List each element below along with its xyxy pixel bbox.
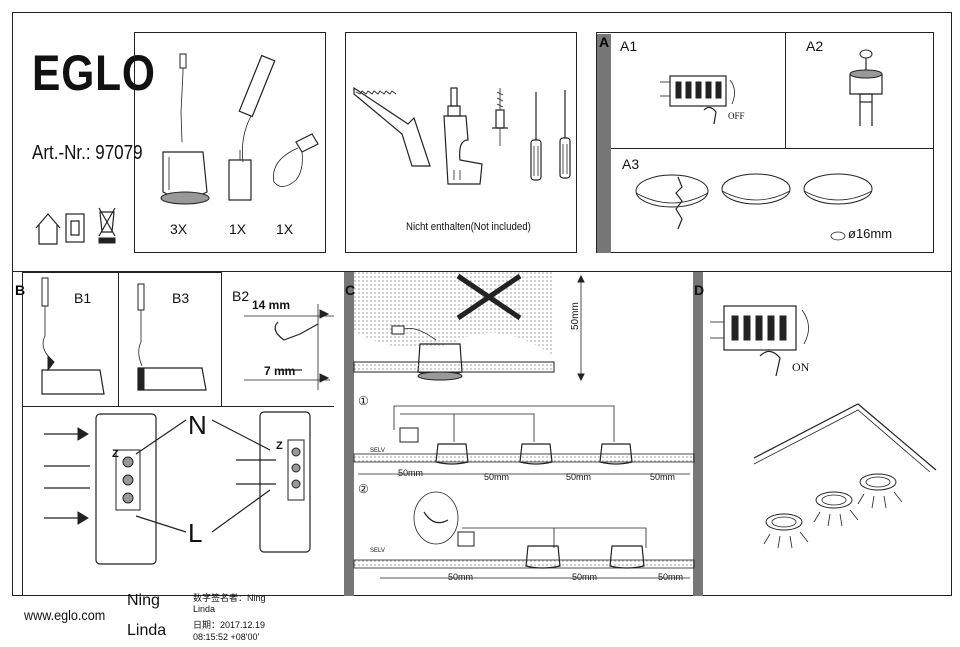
live-label: L <box>188 518 203 548</box>
signer-name-1: Ning <box>127 592 160 609</box>
hole-size-label: ø16mm <box>848 226 893 241</box>
driver-illustration <box>228 54 276 201</box>
distance-c1-b: 50mm <box>484 472 510 482</box>
spacing-diagram-2 <box>353 491 695 579</box>
spot-light-illustration <box>160 53 210 205</box>
z-label-right: Z <box>276 440 283 452</box>
hole-size-icon <box>830 231 846 241</box>
step-a1-label: A1 <box>620 38 638 54</box>
terminal-wiring-illustration <box>44 411 311 565</box>
section-d-marker: D <box>694 282 705 298</box>
off-label: OFF <box>728 111 745 121</box>
section-b-divider <box>22 406 334 407</box>
not-included-note: Nicht enthalten(Not included) <box>406 221 531 233</box>
on-label: ON <box>792 360 810 374</box>
distance-c1-c: 50mm <box>566 472 592 482</box>
installed-lights-illustration <box>753 403 937 549</box>
drill-icon <box>443 87 483 185</box>
neutral-label: N <box>188 410 207 440</box>
signature-label: 数字签名者：Ning <box>193 593 266 603</box>
strip-length-short: 7 mm <box>264 364 296 378</box>
website-link[interactable]: www.eglo.com <box>24 607 106 623</box>
strip-length-long: 14 mm <box>252 298 291 312</box>
article-number: Art.-Nr.: 97079 <box>32 142 143 164</box>
step-c2-marker: ② <box>358 482 369 496</box>
z-label-left: Z <box>112 448 119 460</box>
qty-spot: 3X <box>170 221 188 237</box>
drill-bit-icon <box>492 88 508 146</box>
distance-c1-a: 50mm <box>398 468 424 478</box>
selv-label-2: SELV <box>370 548 385 554</box>
step-a3-label: A3 <box>622 156 640 172</box>
b3-connect-illustration <box>137 283 207 391</box>
step-b1-label: B1 <box>74 290 92 306</box>
saw-icon <box>353 86 431 167</box>
flat-screwdriver-icon <box>530 92 542 181</box>
distance-c1-d: 50mm <box>650 472 676 482</box>
tools-box <box>345 32 577 253</box>
section-a-box <box>596 32 934 253</box>
signature-name: Linda <box>193 604 216 614</box>
phillips-screwdriver-icon <box>559 90 571 179</box>
b1-connect-illustration <box>41 277 105 395</box>
signature-time: 08:15:52 +08'00' <box>193 632 260 642</box>
depth-arrow <box>577 274 585 382</box>
distance-c2-b: 50mm <box>572 572 598 582</box>
section-a-divider-v <box>785 32 786 149</box>
weee-bin-icon <box>98 207 116 244</box>
selv-label-1: SELV <box>370 448 385 454</box>
class-three-icon <box>65 213 85 243</box>
section-a-marker: A <box>597 34 612 253</box>
section-a-divider-h <box>611 148 934 149</box>
section-b-inner-frame <box>22 272 23 596</box>
bottom-frame <box>12 271 952 596</box>
indoor-house-icon <box>35 213 61 245</box>
signature-date: 日期：2017.12.19 <box>193 620 266 630</box>
step-c1-marker: ① <box>358 394 369 408</box>
connector-illustration <box>273 133 319 187</box>
qty-connector: 1X <box>276 221 294 237</box>
section-c-left-rule <box>344 272 354 596</box>
wire-strip-illustration <box>244 304 334 390</box>
package-contents-box <box>134 32 326 253</box>
signer-name-2: Linda <box>127 622 167 639</box>
breaker-on-illustration <box>710 305 809 377</box>
step-a2-label: A2 <box>806 38 824 54</box>
step-b2-label: B2 <box>232 288 250 304</box>
qty-driver: 1X <box>229 221 247 237</box>
breaker-off-illustration <box>660 75 735 125</box>
section-b-marker: B <box>15 282 26 298</box>
ceiling-hole-saw-illustration <box>849 49 883 126</box>
distance-c2-a: 50mm <box>448 572 474 582</box>
section-c-marker: C <box>345 282 356 298</box>
spacing-diagram-1 <box>353 405 695 475</box>
distance-c2-c: 50mm <box>658 572 684 582</box>
step-b3-label: B3 <box>172 290 190 306</box>
cut-hole-illustration <box>635 173 873 230</box>
section-c-right-rule <box>693 272 703 596</box>
ceiling-cross-illustration <box>353 272 555 381</box>
